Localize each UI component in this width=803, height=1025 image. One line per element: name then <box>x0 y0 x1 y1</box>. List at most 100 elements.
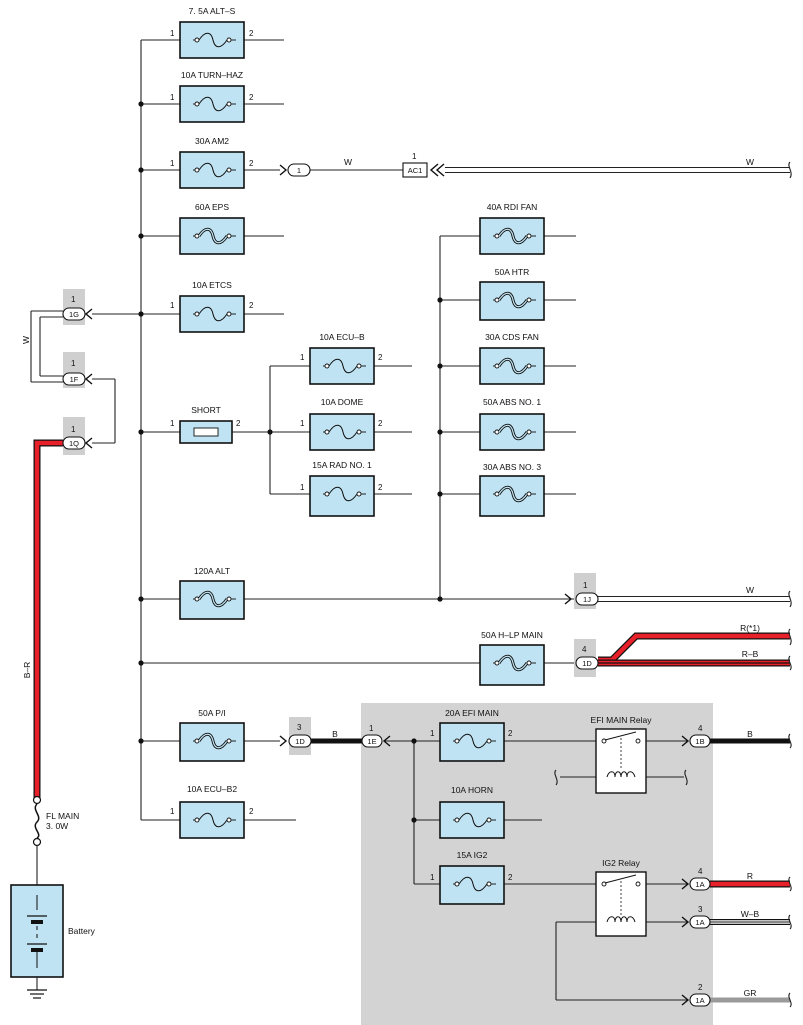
fuse-ecu-b <box>309 347 375 385</box>
connector-1q: 1Q <box>62 417 93 455</box>
connector-1a-gr: 1A <box>681 993 711 1007</box>
pin-label: 1 <box>71 425 76 434</box>
fuse-ig2 <box>439 865 505 905</box>
svg-text:1A: 1A <box>695 880 704 889</box>
pin-label: 1 <box>300 353 305 362</box>
fuse-htr-label: 50A HTR <box>495 267 530 277</box>
fuse-rdi-fan <box>479 217 545 255</box>
pin-label: 2 <box>378 419 383 428</box>
pin-label: 2 <box>508 873 513 882</box>
fuse-eps <box>179 217 245 255</box>
fuse-h-lp-main-label: 50A H–LP MAIN <box>481 630 543 640</box>
svg-text:1Q: 1Q <box>69 439 79 448</box>
efi-main-relay <box>595 728 647 794</box>
efi-ig2-panel <box>361 703 713 1025</box>
pin-label: 2 <box>249 159 254 168</box>
fuse-efi-main-label: 20A EFI MAIN <box>445 708 499 718</box>
fuse-ecu-b2-label: 10A ECU–B2 <box>187 784 237 794</box>
pin-label: 2 <box>378 483 383 492</box>
pin-label: 1 <box>430 729 435 738</box>
pin-label: 4 <box>698 724 703 733</box>
svg-text:1A: 1A <box>695 918 704 927</box>
pin-label: 4 <box>698 867 703 876</box>
fuse-rdi-fan-label: 40A RDI FAN <box>487 202 538 212</box>
pin-label: 1 <box>300 419 305 428</box>
ig2-relay-label: IG2 Relay <box>602 858 641 868</box>
fuse-turn-haz-label: 10A TURN–HAZ <box>181 70 243 80</box>
svg-text:1D: 1D <box>582 659 592 668</box>
fuse-abs-no3-label: 30A ABS NO. 3 <box>483 462 541 472</box>
connector-1d-hlp: 1D <box>574 639 599 677</box>
pin-label: 1 <box>300 483 305 492</box>
wire-label: R–B <box>742 649 759 659</box>
fuse-am2-label: 30A AM2 <box>195 136 229 146</box>
fuse-etcs <box>179 295 245 333</box>
pin-label: 1 <box>170 159 175 168</box>
svg-text:1: 1 <box>297 166 301 175</box>
connector-1b: 1B <box>681 734 711 748</box>
fuse-horn-label: 10A HORN <box>451 785 493 795</box>
svg-text:1B: 1B <box>695 737 704 746</box>
pin-label: 1 <box>412 152 417 161</box>
fuse-rad-no1-label: 15A RAD NO. 1 <box>312 460 372 470</box>
fuse-ecu-b-label: 10A ECU–B <box>319 332 365 342</box>
fuse-eps-label: 60A EPS <box>195 202 229 212</box>
pin-label: 2 <box>249 29 254 38</box>
wire-label: B–R <box>22 662 32 679</box>
connector-1d-pi: 1D <box>279 717 312 755</box>
ig2-relay <box>595 871 647 937</box>
svg-text:1E: 1E <box>367 737 376 746</box>
pin-label: 1 <box>170 301 175 310</box>
fuse-rad-no1 <box>309 475 375 517</box>
pin-label: 2 <box>378 353 383 362</box>
fuse-cds-fan <box>479 347 545 385</box>
pin-label: 4 <box>582 645 587 654</box>
wire-label: GR <box>744 988 757 998</box>
pin-label: 2 <box>236 419 241 428</box>
connector-1a-r: 1A <box>681 877 711 891</box>
fuse-abs-no1 <box>479 413 545 451</box>
svg-text:1D: 1D <box>295 737 305 746</box>
fuse-cds-fan-label: 30A CDS FAN <box>485 332 539 342</box>
fuse-htr <box>479 281 545 321</box>
wire-label: W <box>21 336 31 344</box>
efi-main-relay-label: EFI MAIN Relay <box>591 715 653 725</box>
wire-label: B <box>747 729 753 739</box>
connector-1j: 1J <box>564 573 599 609</box>
fl-main-rating: 3. 0W <box>46 821 68 831</box>
connector-1e: 1E <box>361 734 391 748</box>
fuse-turn-haz <box>179 85 245 123</box>
wire-label: W <box>746 585 754 595</box>
wire-end-marks <box>788 161 792 1008</box>
fuse-horn <box>439 801 505 839</box>
fuse-dome <box>309 413 375 451</box>
pin-label: 1 <box>369 724 374 733</box>
fuse-alt-s <box>179 21 245 59</box>
pin-label: 2 <box>249 301 254 310</box>
svg-text:1A: 1A <box>695 996 704 1005</box>
pin-label: 1 <box>430 873 435 882</box>
wire-label: B <box>332 729 338 739</box>
connector-1g: 1G <box>62 289 93 325</box>
wire-label: R(*1) <box>740 623 760 633</box>
wire-label: W <box>344 157 352 167</box>
fuse-abs-no1-label: 50A ABS NO. 1 <box>483 397 541 407</box>
svg-text:1G: 1G <box>69 310 79 319</box>
pin-label: 2 <box>249 93 254 102</box>
fuse-ecu-b2 <box>179 801 245 839</box>
pin-label: 3 <box>297 723 302 732</box>
pin-label: 1 <box>170 807 175 816</box>
connector-1a-wb: 1A <box>681 915 711 929</box>
pin-label: 1 <box>583 581 588 590</box>
pin-label: 1 <box>170 93 175 102</box>
fuse-ig2-label: 15A IG2 <box>457 850 488 860</box>
wire-label: W <box>746 157 754 167</box>
fuse-short <box>179 420 233 444</box>
pin-label: 1 <box>170 419 175 428</box>
pin-label: 2 <box>698 983 703 992</box>
pin-label: 3 <box>698 905 703 914</box>
wire-label: R <box>747 871 753 881</box>
fuse-dome-label: 10A DOME <box>321 397 364 407</box>
svg-text:1J: 1J <box>583 595 591 604</box>
